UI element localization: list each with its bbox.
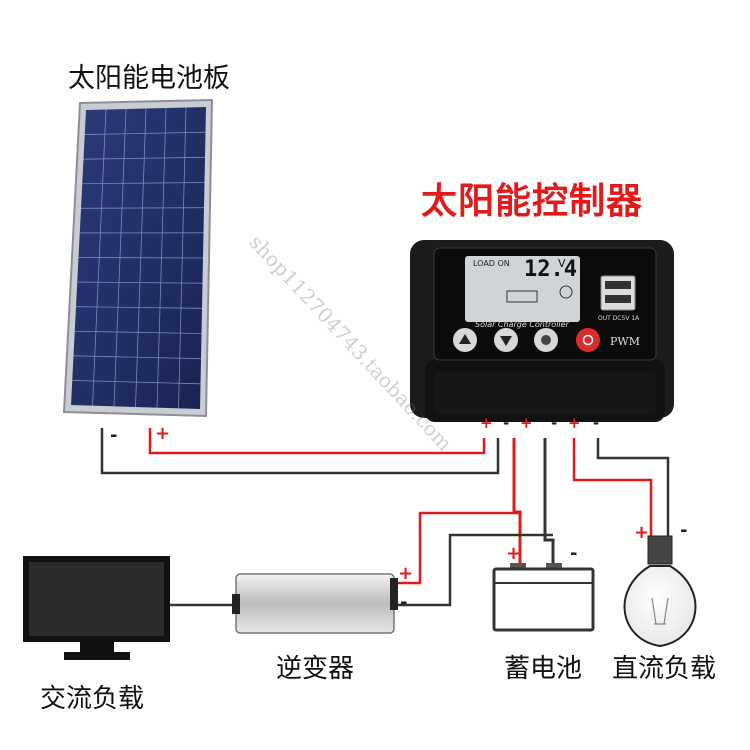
panel-plus-sign: +: [155, 423, 171, 444]
ctrl-load-plus-sign: +: [568, 414, 581, 432]
battery: [492, 563, 595, 632]
battery-label: 蓄电池: [504, 654, 583, 684]
panel-wires: [100, 428, 500, 475]
lcd-unit: V: [558, 257, 566, 270]
solar-panel: [62, 98, 214, 418]
solar-controller: [410, 240, 674, 422]
dc-load-wires: [572, 438, 670, 540]
panel-minus-sign: -: [110, 425, 118, 446]
ac-load-label: 交流负载: [40, 684, 145, 714]
inverter: [232, 573, 398, 634]
ctrl-pv-plus-sign: +: [480, 414, 493, 432]
lcd-screen: [465, 256, 580, 322]
controller-brand-text: Solar Charge Controller: [475, 320, 569, 329]
ctrl-bat-minus-sign: -: [551, 414, 558, 432]
battery-plus-sign: +: [506, 543, 522, 564]
ctrl-bat-plus-sign: +: [520, 414, 533, 432]
ctrl-load-minus-sign: -: [593, 414, 600, 432]
inverter-minus-sign: -: [400, 592, 408, 613]
inverter-plus-sign: +: [398, 563, 414, 584]
dc-load-label: 直流负载: [612, 654, 717, 684]
ctrl-pv-minus-sign: -: [503, 414, 510, 432]
inverter-wires: [393, 511, 553, 607]
battery-minus-sign: -: [570, 543, 578, 564]
solar-panel-label: 太阳能电池板: [68, 63, 230, 94]
inverter-label: 逆变器: [276, 654, 355, 684]
lcd-voltage: 12.4: [524, 257, 577, 282]
lcd-status-text: LOAD ON: [473, 259, 510, 268]
pwm-text: PWM: [610, 335, 640, 348]
usb-output-text: OUT DC5V 1A: [598, 315, 640, 322]
bulb-minus-sign: -: [680, 520, 688, 541]
ac-load-tv: [23, 556, 170, 660]
bulb-plus-sign: +: [634, 522, 650, 543]
controller-title: 太阳能控制器: [421, 181, 644, 222]
dc-load-bulb: [623, 535, 697, 648]
